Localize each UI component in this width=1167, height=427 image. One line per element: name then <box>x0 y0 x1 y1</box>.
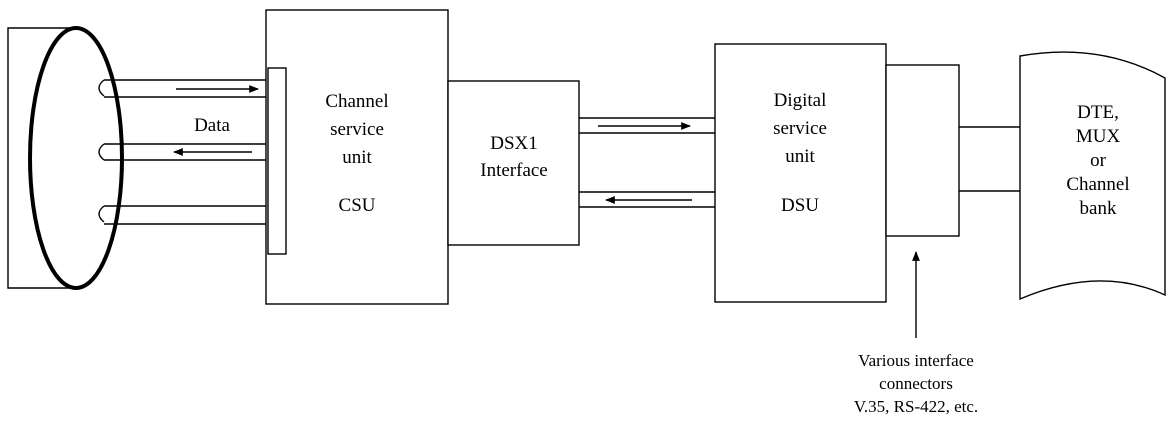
line-pairs <box>98 79 270 225</box>
dsx1-block: DSX1 Interface <box>447 80 580 246</box>
dte-label-line3: or <box>1090 150 1107 171</box>
csu-abbr: CSU <box>339 195 376 216</box>
data-label: Data <box>194 115 230 136</box>
dte-label-line5: bank <box>1080 198 1117 219</box>
dsx1-label-line1: DSX1 <box>490 133 538 154</box>
csu-label-line1: Channel <box>325 91 388 112</box>
connector-note-line3: V.35, RS-422, etc. <box>854 397 978 416</box>
csu-block: Channel service unit CSU <box>265 9 449 305</box>
dsu-box <box>714 43 887 303</box>
dsu-label-line1: Digital <box>774 90 827 111</box>
network-line-drum <box>7 26 124 290</box>
dte-label-line4: Channel <box>1066 174 1129 195</box>
dte-shape <box>1019 51 1166 301</box>
connector-note-line2: connectors <box>879 374 953 393</box>
dte-label-line1: DTE, <box>1077 102 1119 123</box>
pair3-curl <box>98 205 105 223</box>
dsu-abbr: DSU <box>781 195 819 216</box>
csu-label-line2: service <box>330 119 384 140</box>
dsx1-dsu-links <box>579 117 715 208</box>
interface-connector-block <box>885 64 960 237</box>
pair2-curl <box>98 143 105 161</box>
pair1-curl <box>98 79 105 97</box>
dte-block: DTE, MUX or Channel bank <box>1019 51 1166 301</box>
connector-note-line1: Various interface <box>858 351 974 370</box>
dsu-block: Digital service unit DSU <box>714 43 887 303</box>
csu-label-line3: unit <box>342 147 372 168</box>
connector-note: Various interface connectors V.35, RS-42… <box>854 351 978 416</box>
dte-label-line2: MUX <box>1076 126 1121 147</box>
dsx1-label-line2: Interface <box>480 160 548 181</box>
dsx1-box <box>447 80 580 246</box>
csu-box <box>265 9 449 305</box>
dsu-label-line3: unit <box>785 146 815 167</box>
csu-terminal-strip <box>267 67 287 255</box>
dsu-label-line2: service <box>773 118 827 139</box>
